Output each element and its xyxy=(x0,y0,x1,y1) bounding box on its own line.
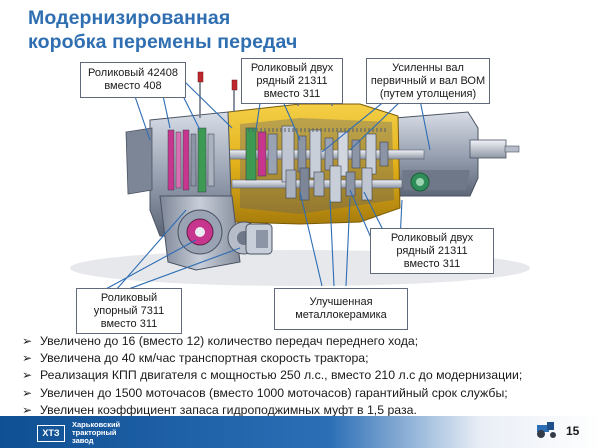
list-item: ➢ Увеличена до 40 км/час транспортная ск… xyxy=(22,350,597,367)
callout-roller-42408: Роликовый 42408 вместо 408 xyxy=(80,62,186,98)
company-name: Харьковский тракторный завод xyxy=(72,421,120,445)
list-item-text: Реализация КПП двигателя с мощностью 250… xyxy=(40,368,523,383)
list-item-text: Увеличен до 1500 моточасов (вместо 1000 … xyxy=(40,385,508,400)
callout-line: Усиленны вал xyxy=(392,61,464,74)
callout-line: (путем утолщения) xyxy=(379,87,477,100)
list-item: ➢ Увеличен коэффициент запаса гидроподжи… xyxy=(22,402,597,419)
callout-line: вместо 408 xyxy=(104,80,162,92)
callout-line: упорный 7311 xyxy=(93,304,165,317)
company-line: Харьковский xyxy=(72,420,121,429)
callout-line: рядный 21311 xyxy=(256,74,328,87)
bullet-arrow-icon: ➢ xyxy=(22,368,33,383)
callout-thrust-roller-7311: Роликовый упорный 7311 вместо 311 xyxy=(76,288,182,334)
htz-logo-icon: ХТЗ xyxy=(37,425,65,442)
bullet-arrow-icon: ➢ xyxy=(22,351,33,366)
company-line: завод xyxy=(72,436,94,445)
callout-line: металлокерамика xyxy=(295,309,387,321)
callout-line: Роликовый xyxy=(100,291,158,304)
tractor-icon xyxy=(537,422,556,438)
callout-reinforced-shafts: Усиленны вал первичный и вал ВОМ (путем … xyxy=(366,58,490,104)
list-item: ➢ Реализация КПП двигателя с мощностью 2… xyxy=(22,367,597,384)
callout-line: Роликовый двух xyxy=(250,61,334,74)
bullet-arrow-icon: ➢ xyxy=(22,385,33,400)
list-item-text: Увеличено до 16 (вместо 12) количество п… xyxy=(40,334,419,348)
callout-line: рядный 21311 xyxy=(396,244,468,257)
list-item-text: Увеличен коэффициент запаса гидроподжимн… xyxy=(40,402,417,417)
callout-line: Улучшенная xyxy=(309,296,373,308)
bullet-arrow-icon: ➢ xyxy=(22,402,33,417)
list-item: ➢ Увеличено до 16 (вместо 12) количество… xyxy=(22,333,597,350)
improvements-list: ➢ Увеличено до 16 (вместо 12) количество… xyxy=(22,333,597,419)
callout-improved-cermet: Улучшенная металлокерамика xyxy=(274,288,408,330)
list-item-text: Увеличена до 40 км/час транспортная скор… xyxy=(40,351,369,366)
list-item: ➢ Увеличен до 1500 моточасов (вместо 100… xyxy=(22,385,597,402)
page-number: 15 xyxy=(566,424,580,438)
footer-band xyxy=(0,416,600,448)
callout-line: первичный и вал ВОМ xyxy=(370,74,486,87)
callout-line: вместо 311 xyxy=(403,257,461,270)
callout-line: Роликовый двух xyxy=(390,231,474,244)
bullet-arrow-icon: ➢ xyxy=(22,334,33,348)
company-line: тракторный xyxy=(72,428,117,437)
title-line-1: Модернизированная xyxy=(28,7,231,29)
title-line-2: коробка перемены передач xyxy=(28,31,298,53)
page-title: Модернизированная коробка перемены перед… xyxy=(28,6,297,54)
callout-line: вместо 311 xyxy=(263,87,321,100)
callout-roller-21311-top: Роликовый двух рядный 21311 вместо 311 xyxy=(241,58,343,104)
callout-line: Роликовый 42408 xyxy=(88,67,178,79)
callout-line: вместо 311 xyxy=(100,317,158,330)
callout-roller-21311-right: Роликовый двух рядный 21311 вместо 311 xyxy=(370,228,494,274)
